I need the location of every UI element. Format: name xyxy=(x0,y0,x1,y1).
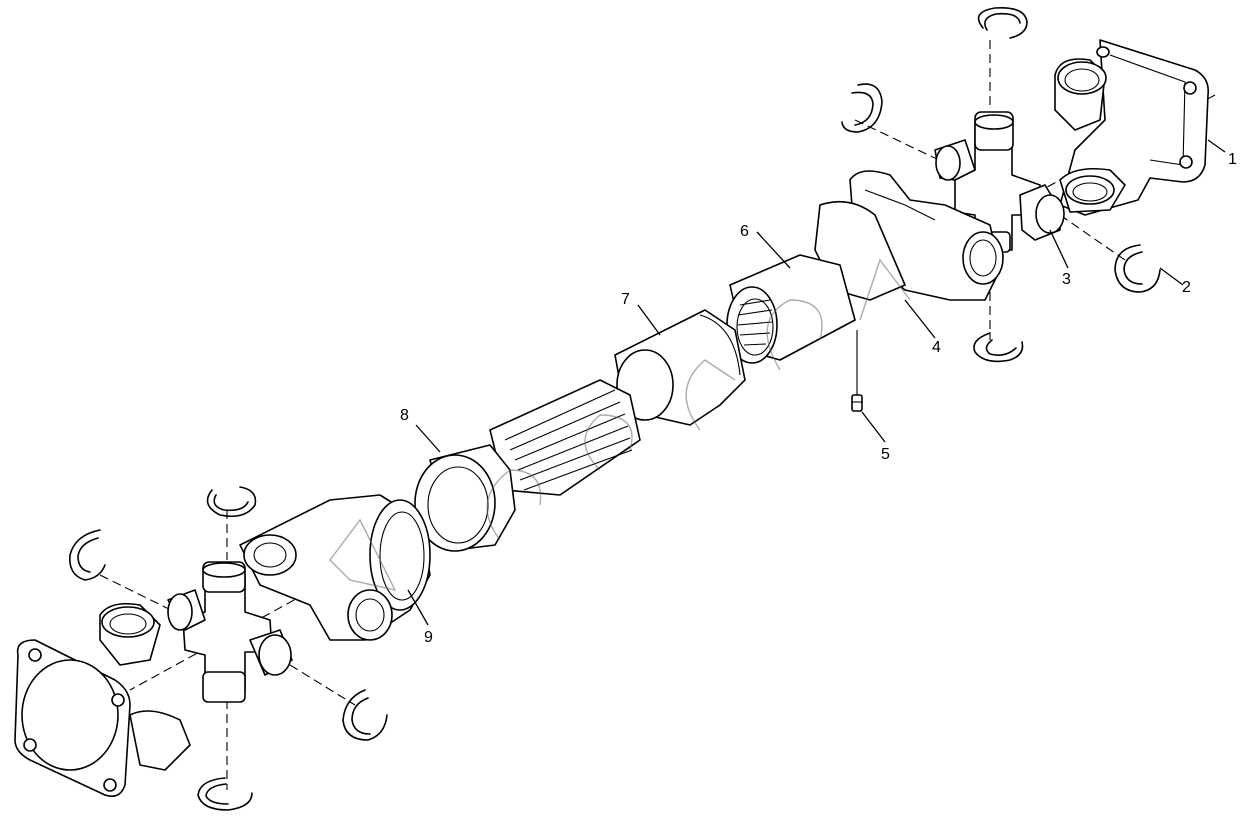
universal-joint-cross-left xyxy=(167,561,293,703)
callout-6: 6 xyxy=(740,223,749,240)
watermark xyxy=(329,258,911,592)
snap-ring-right-top xyxy=(977,6,1028,39)
callout-3: 3 xyxy=(1062,271,1071,288)
callout-8: 8 xyxy=(400,407,409,424)
callout-1: 1 xyxy=(1228,151,1237,168)
grease-fitting xyxy=(851,330,863,412)
flange-yoke-right xyxy=(1054,39,1210,216)
snap-ring-right-far xyxy=(1114,244,1161,293)
callout-2: 2 xyxy=(1182,279,1191,296)
snap-ring-left-bottom xyxy=(197,777,253,811)
snap-ring-left-right xyxy=(342,689,388,741)
slip-yoke-sleeve xyxy=(726,254,856,364)
callout-7: 7 xyxy=(621,291,630,308)
spline-tube xyxy=(614,309,746,426)
callout-labels: 1 2 3 4 5 6 7 8 9 xyxy=(400,151,1237,646)
flange-yoke-left xyxy=(14,602,191,798)
snap-ring-left-top xyxy=(206,486,257,518)
callout-9: 9 xyxy=(424,629,433,646)
dust-seal-cap xyxy=(414,444,516,552)
snap-ring-right-left xyxy=(841,83,883,133)
callout-leaders xyxy=(407,139,1226,626)
snap-ring-right-bottom xyxy=(973,332,1024,363)
callout-5: 5 xyxy=(881,446,890,463)
splined-shaft xyxy=(489,379,641,496)
callout-4: 4 xyxy=(932,339,941,356)
snap-ring-left-left xyxy=(68,529,106,581)
tube-yoke-left xyxy=(239,494,431,641)
